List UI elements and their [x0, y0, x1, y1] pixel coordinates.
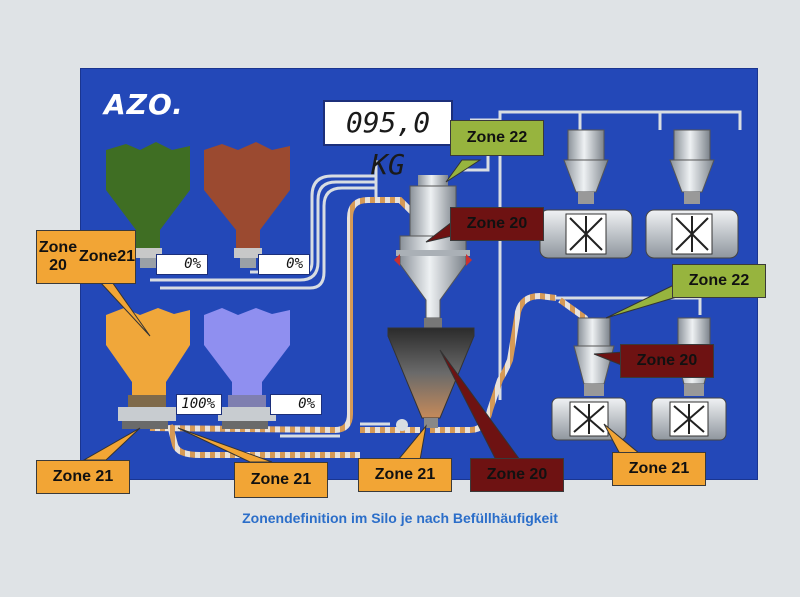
material-pipes — [149, 197, 603, 458]
silo-lavender-percent: 0% — [270, 394, 322, 415]
silo-orange-percent: 100% — [176, 394, 222, 415]
figure-caption: Zonendefinition im Silo je nach Befüllhä… — [242, 510, 558, 526]
grey-pipes — [150, 110, 742, 438]
zone-label-right-filter: Zone 22 — [672, 264, 766, 298]
zone-label-silo-top-line2: Zone21 — [78, 248, 135, 265]
central-cyclone — [394, 175, 472, 328]
weigh-hopper — [360, 327, 475, 431]
silo-lavender-shape — [204, 308, 290, 429]
lower-right-filters — [551, 317, 727, 441]
zone-label-silo-bottom-left: Zone 21 — [36, 460, 130, 494]
silo-green-shape — [106, 142, 190, 268]
zone-label-top-vessel: Zone 20 — [450, 207, 544, 241]
zone-label-right-bottom: Zone 21 — [612, 452, 706, 486]
silo-brown-percent: 0% — [258, 254, 310, 275]
silo-brown-shape — [204, 142, 290, 268]
silo-orange-shape — [106, 308, 190, 429]
top-right-filters — [539, 129, 739, 259]
zone-label-silo-top-line1: Zone 20 — [38, 239, 78, 274]
zone-label-pipe-left: Zone 21 — [234, 462, 328, 498]
zone-label-right-vessel: Zone 20 — [620, 344, 714, 378]
zone-label-weigh-hopper: Zone 20 — [470, 458, 564, 492]
callout-pointers — [82, 159, 681, 463]
zone-label-silo-top: Zone 20 Zone21 — [36, 230, 136, 284]
zone-label-top-filter: Zone 22 — [450, 120, 544, 156]
azo-logo: AZO. — [104, 88, 184, 121]
zone-label-weigh-bottom: Zone 21 — [358, 458, 452, 492]
silo-green-percent: 0% — [156, 254, 208, 275]
scale-weight-display: 095,0 KG — [323, 100, 453, 181]
